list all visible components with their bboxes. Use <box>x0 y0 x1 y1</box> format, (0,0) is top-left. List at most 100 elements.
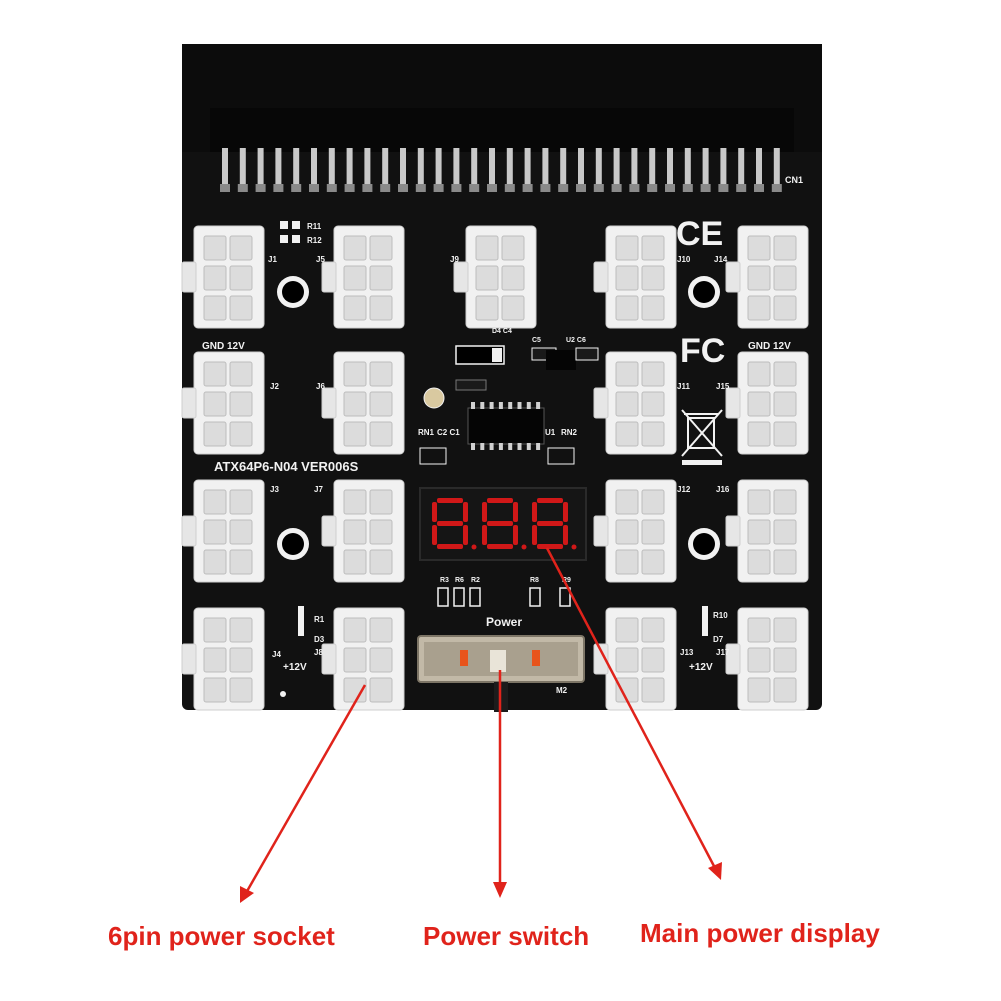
ic-u1 <box>467 407 545 445</box>
pcie-6pin-socket[interactable] <box>593 479 677 583</box>
edge-pin-foot <box>504 184 515 192</box>
r3-pad <box>437 587 449 607</box>
pcie-6pin-socket[interactable] <box>725 225 809 329</box>
d7-label: D7 <box>713 635 724 644</box>
j12-label: J12 <box>677 485 691 494</box>
j15-label: J15 <box>716 382 730 391</box>
edge-pin <box>453 148 460 188</box>
r8-pad <box>529 587 541 607</box>
edge-pin <box>667 148 673 188</box>
edge-pin <box>595 148 602 188</box>
edge-pin <box>631 148 638 188</box>
pcie-6pin-socket[interactable] <box>725 479 809 583</box>
edge-pin-foot <box>647 184 658 192</box>
pin1-dot <box>280 691 286 697</box>
edge-pin-foot <box>273 184 284 192</box>
edge-pin-foot <box>682 184 693 192</box>
display-digits <box>432 498 577 550</box>
edge-pin-foot <box>611 184 622 192</box>
pcie-6pin-socket[interactable] <box>593 351 677 455</box>
r6-label: R6 <box>455 577 464 584</box>
edge-pin-foot <box>433 184 444 192</box>
ce-mark: CE <box>676 215 723 253</box>
m2-label: M2 <box>556 686 568 695</box>
edge-pin <box>756 148 762 188</box>
r12-label: R12 <box>307 236 322 245</box>
gnd-12v-label-right: GND 12V <box>748 341 791 352</box>
edge-pin-foot <box>558 184 569 192</box>
r2-pad <box>469 587 481 607</box>
edge-pin-foot <box>771 184 782 192</box>
j9-label: J9 <box>450 255 459 264</box>
edge-pin <box>275 148 282 188</box>
edge-pin <box>435 148 442 188</box>
pcie-6pin-socket[interactable] <box>181 351 265 455</box>
pcie-6pin-socket[interactable] <box>321 351 405 455</box>
mounting-hole <box>277 528 309 560</box>
edge-pin <box>560 148 567 188</box>
edge-pin-foot <box>415 184 426 192</box>
pcie-6pin-socket[interactable] <box>181 225 265 329</box>
r10-label: R10 <box>713 611 728 620</box>
j10-label: J10 <box>677 255 691 264</box>
edge-pin <box>293 148 300 188</box>
r12-pad <box>280 235 288 243</box>
rn1-pads <box>419 447 447 465</box>
r9-label: R9 <box>562 577 571 584</box>
pcie-6pin-socket[interactable] <box>593 225 677 329</box>
edge-pin-foot <box>326 184 337 192</box>
weee-bin-icon <box>681 409 723 465</box>
r2-label: R2 <box>471 577 480 584</box>
pcie-6pin-socket[interactable] <box>321 607 405 711</box>
pcie-6pin-socket[interactable] <box>321 479 405 583</box>
cn1-label: CN1 <box>785 175 803 185</box>
edge-pin <box>239 148 246 188</box>
j6-label: J6 <box>316 382 325 391</box>
pcie-6pin-socket[interactable] <box>725 607 809 711</box>
edge-pin-foot <box>398 184 408 192</box>
c5-label: C5 <box>532 337 541 344</box>
edge-pin <box>773 148 780 188</box>
display-callout: Main power display <box>640 918 880 948</box>
diode-band <box>492 348 502 362</box>
d7-led <box>702 606 708 636</box>
gnd-12v-label-left: GND 12V <box>202 341 245 352</box>
pcie-6pin-socket[interactable] <box>453 225 537 329</box>
arrow-to-switch <box>493 670 507 898</box>
edge-pin <box>346 148 353 188</box>
fcc-mark: FC <box>680 332 725 370</box>
pcie-6pin-socket[interactable] <box>321 225 405 329</box>
switch-callout: Power switch <box>423 921 590 951</box>
pcie-6pin-socket[interactable] <box>181 607 265 711</box>
r1-label: R1 <box>314 615 325 624</box>
pcie-6pin-sockets <box>181 225 809 711</box>
edge-pin <box>489 148 495 188</box>
pcie-6pin-socket[interactable] <box>181 479 265 583</box>
edge-pin <box>613 148 620 188</box>
power-label: Power <box>486 615 522 629</box>
potentiometer-rs1 <box>423 387 445 409</box>
edge-pin <box>257 148 264 188</box>
c2c1-label: C2 C1 <box>437 428 460 437</box>
plus12v-label-right: +12V <box>689 662 713 673</box>
pcie-6pin-socket[interactable] <box>593 607 677 711</box>
rn2-pads <box>547 447 575 465</box>
power-switch[interactable] <box>417 635 585 712</box>
j1-label: J1 <box>268 255 277 264</box>
edge-pin-foot <box>629 184 640 192</box>
edge-pin-foot <box>237 184 248 192</box>
d3-label: D3 <box>314 635 325 644</box>
capacitor-c6 <box>575 347 599 361</box>
edge-pin-foot <box>362 184 373 192</box>
r9-pad <box>559 587 571 607</box>
d3-led <box>298 606 304 636</box>
mounting-hole <box>277 276 309 308</box>
pcie-6pin-socket[interactable] <box>725 351 809 455</box>
rn2-label: RN2 <box>561 428 578 437</box>
u1-label: U1 <box>545 428 556 437</box>
j5-label: J5 <box>316 255 325 264</box>
d4c4-label: D4 C4 <box>492 328 512 335</box>
ic-u1-pins <box>471 402 541 450</box>
edge-pin <box>222 148 228 188</box>
